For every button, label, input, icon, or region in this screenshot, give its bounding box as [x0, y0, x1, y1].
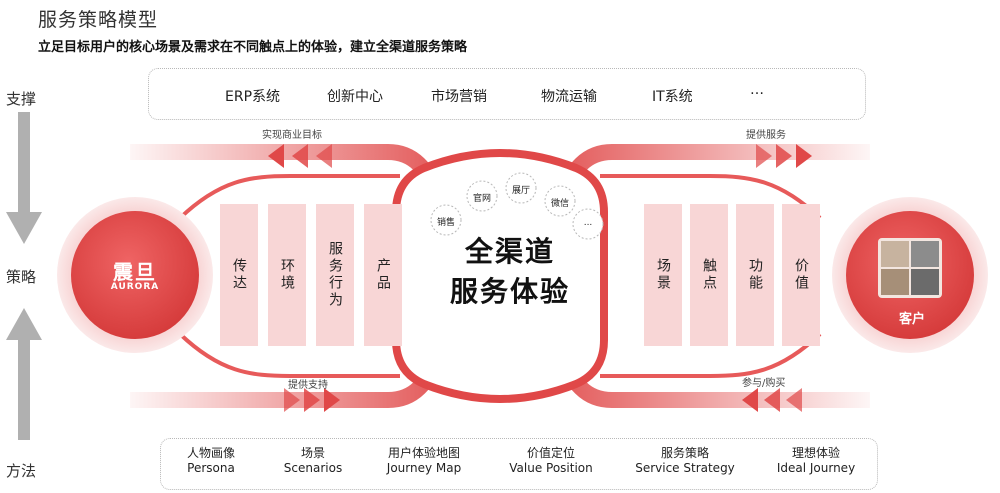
- brand-logo-subtext: AURORA: [110, 282, 160, 292]
- right-strip: 功能: [736, 204, 774, 346]
- strip-label: 场景: [655, 258, 671, 292]
- support-systems-box: [148, 68, 866, 120]
- method-item: 理想体验 Ideal Journey: [777, 446, 855, 476]
- strip-label: 价值: [793, 258, 809, 292]
- left-strip: 传达: [220, 204, 258, 346]
- strip-label: 功能: [747, 258, 763, 292]
- arrow-caption-top-left: 实现商业目标: [262, 130, 322, 141]
- arrow-caption-bottom-right: 参与/购买: [742, 378, 786, 389]
- strip-label: 环境: [279, 258, 295, 292]
- channel-label: 微信: [550, 199, 569, 209]
- method-cn: 用户体验地图: [387, 446, 460, 460]
- method-en: Scenarios: [283, 461, 343, 475]
- support-item: ERP系统: [225, 89, 281, 105]
- channel-bubbles: [430, 172, 604, 240]
- side-label-strategy: 策略: [6, 268, 37, 286]
- strip-label: 触点: [701, 258, 717, 292]
- strip-label: 服务行为: [327, 241, 343, 309]
- arrow-caption-bottom-left: 提供支持: [288, 380, 328, 391]
- channel-label: 展厅: [511, 186, 530, 196]
- channel-label: 官网: [472, 194, 491, 204]
- arrow-heads-top-left: [268, 144, 332, 168]
- method-en: Service Strategy: [635, 461, 735, 475]
- arrow-heads-top-right: [756, 144, 812, 168]
- customer-circle: [832, 197, 988, 353]
- brand-circle: [57, 197, 213, 353]
- left-strip: 环境: [268, 204, 306, 346]
- center-title-line2: 服务体验: [449, 275, 570, 308]
- customer-label: 客户: [898, 312, 925, 327]
- arrow-caption-top-right: 提供服务: [746, 130, 786, 141]
- support-item: …: [750, 82, 764, 98]
- method-en: Ideal Journey: [776, 461, 856, 475]
- strategy-flow-arrows: [6, 112, 42, 440]
- method-cn: 服务策略: [660, 446, 709, 460]
- method-item: 场景 Scenarios: [284, 446, 342, 476]
- side-label-support: 支撑: [6, 90, 37, 108]
- support-item: 物流运输: [541, 89, 597, 105]
- page-subtitle: 立足目标用户的核心场景及需求在不同触点上的体验，建立全渠道服务策略: [38, 40, 468, 55]
- method-item: 用户体验地图 Journey Map: [387, 446, 461, 476]
- method-cn: 价值定位: [526, 446, 575, 460]
- arrow-heads-bottom-right: [742, 388, 802, 412]
- channel-label: ...: [583, 218, 593, 228]
- right-strip: 场景: [644, 204, 682, 346]
- center-title: 全渠道 服务体验: [420, 232, 600, 312]
- side-label-method: 方法: [6, 462, 37, 480]
- left-strip: 服务行为: [316, 204, 354, 346]
- method-en: Value Position: [509, 461, 593, 475]
- methods-box: [160, 438, 878, 490]
- method-item: 服务策略 Service Strategy: [635, 446, 735, 476]
- left-strip: 产品: [364, 204, 402, 346]
- support-item: IT系统: [652, 89, 693, 105]
- method-cn: 理想体验: [791, 446, 840, 460]
- center-title-line1: 全渠道: [464, 235, 555, 268]
- page-title: 服务策略模型: [38, 9, 159, 31]
- method-en: Journey Map: [386, 461, 462, 475]
- arrow-heads-bottom-left: [284, 388, 340, 412]
- method-item: 人物画像 Persona: [187, 446, 235, 476]
- strip-label: 传达: [231, 258, 247, 292]
- method-cn: 场景: [300, 446, 326, 460]
- right-strip: 价值: [782, 204, 820, 346]
- method-item: 价值定位 Value Position: [509, 446, 593, 476]
- channel-label: 销售: [436, 218, 455, 228]
- support-item: 创新中心: [327, 89, 383, 105]
- method-en: Persona: [187, 461, 235, 475]
- right-strip: 触点: [690, 204, 728, 346]
- strip-label: 产品: [375, 258, 391, 292]
- method-cn: 人物画像: [186, 446, 236, 460]
- support-item: 市场营销: [431, 89, 487, 105]
- brand-logo-text: 震旦: [113, 260, 157, 284]
